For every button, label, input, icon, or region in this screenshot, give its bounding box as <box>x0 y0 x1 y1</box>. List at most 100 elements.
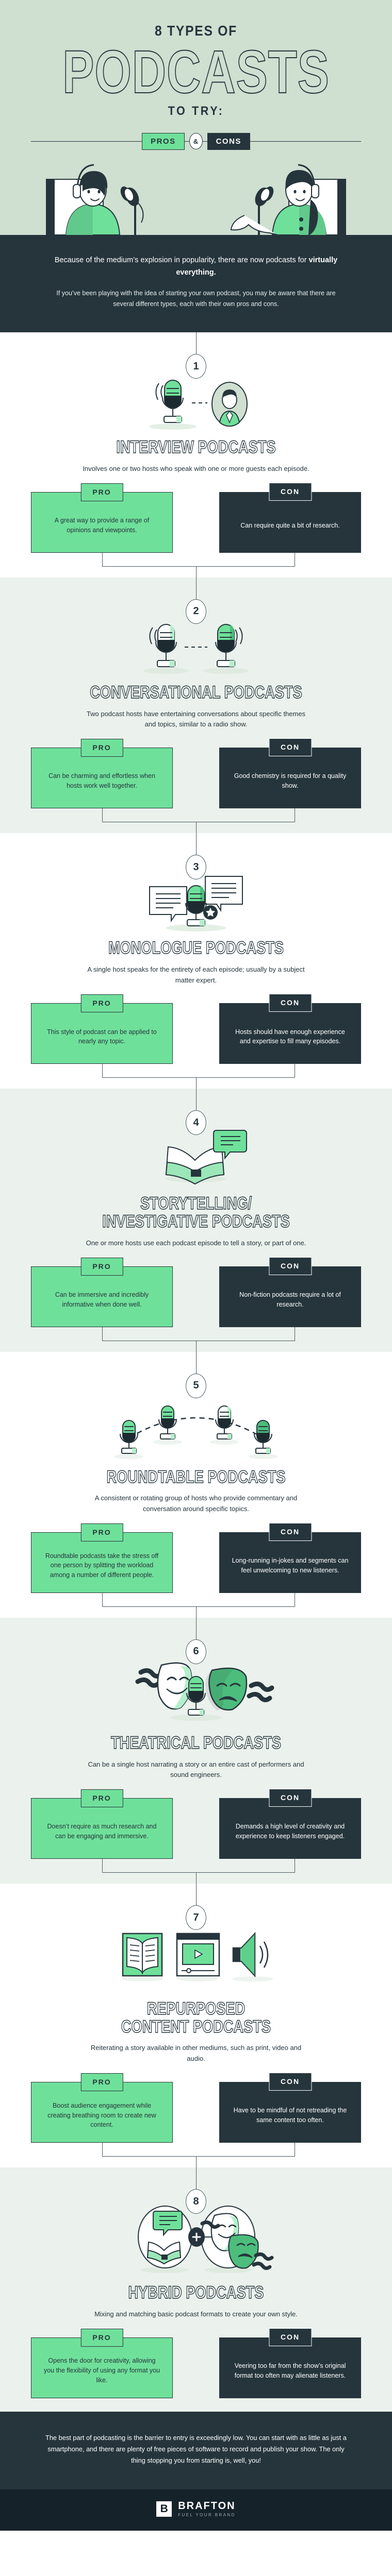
pros-cons-row-5: PRO Roundtable podcasts take the stress … <box>0 1515 392 1593</box>
section-number-badge-8: 8 <box>186 2189 206 2214</box>
pros-cons-row-1: PRO A great way to provide a range of op… <box>0 474 392 553</box>
bracket-connector-4 <box>0 1327 392 1352</box>
section-desc-1: Involves one or two hosts who speak with… <box>83 465 309 473</box>
pro-box-3: PRO This style of podcast can be applied… <box>31 994 173 1064</box>
section-number-badge-6: 6 <box>186 1639 206 1664</box>
con-text-7: Have to be mindful of not retreading the… <box>233 2107 347 2124</box>
brafton-logo-text: BRAFTON FUEL YOUR BRAND <box>178 2501 236 2517</box>
con-text-6: Demands a high level of creativity and e… <box>235 1823 345 1840</box>
section-repurposed-content-podcasts: 7 <box>0 1884 392 2168</box>
brand-tagline: FUEL YOUR BRAND <box>178 2512 236 2517</box>
pro-box-1: PRO A great way to provide a range of op… <box>31 483 173 553</box>
con-tag-6: CON <box>268 1789 312 1807</box>
section-desc-2: Two podcast hosts have entertaining conv… <box>86 709 306 728</box>
connector-line-3 <box>0 833 392 855</box>
pro-tag-2: PRO <box>80 739 123 757</box>
pro-text-4: Can be immersive and incredibly informat… <box>55 1291 149 1308</box>
pro-box-8: PRO Opens the door for creativity, allow… <box>31 2328 173 2398</box>
section-storytelling-investigative-podcasts: 4 STORYTELLING/ INVESTIGATIVE PODCASTS O… <box>0 1089 392 1352</box>
connector-line-1 <box>0 332 392 354</box>
connector-line-4 <box>0 1089 392 1111</box>
pro-tag-6: PRO <box>80 1789 123 1808</box>
pros-cons-row-3: PRO This style of podcast can be applied… <box>0 986 392 1064</box>
con-box-6: CON Demands a high level of creativity a… <box>219 1789 361 1859</box>
header-subkicker: TO TRY: <box>168 104 224 118</box>
section-monologue-podcasts: 3 <box>0 833 392 1089</box>
connector-line-2 <box>0 577 392 599</box>
intro-block: Because of the medium’s explosion in pop… <box>0 235 392 333</box>
con-tag-5: CON <box>268 1522 312 1541</box>
intro-sub: If you’ve been playing with the idea of … <box>56 289 336 308</box>
connector-line-6 <box>0 1617 392 1639</box>
pro-tag-1: PRO <box>80 483 123 501</box>
section-title-3: MONOLOGUE PODCASTS <box>108 938 284 958</box>
outro-block: The best part of podcasting is the barri… <box>0 2411 392 2489</box>
con-box-2: CON Good chemistry is required for a qua… <box>219 738 361 809</box>
section-number-badge-2: 2 <box>186 599 206 624</box>
pro-box-4: PRO Can be immersive and incredibly info… <box>31 1257 173 1327</box>
pro-tag-7: PRO <box>80 2073 123 2092</box>
con-box-5: CON Long-running in-jokes and segments c… <box>219 1522 361 1593</box>
pro-text-3: This style of podcast can be applied to … <box>47 1028 157 1045</box>
section-title-2: CONVERSATIONAL PODCASTS <box>90 682 303 702</box>
pro-box-7: PRO Boost audience engagement while crea… <box>31 2073 173 2143</box>
pro-box-5: PRO Roundtable podcasts take the stress … <box>31 1523 173 1593</box>
section-interview-podcasts: 1 INTERVIEW PODCAST <box>0 332 392 578</box>
pros-cons-ribbon: PROS & CONS <box>0 132 392 150</box>
bracket-connector-1 <box>0 552 392 578</box>
pro-tag-8: PRO <box>80 2328 123 2347</box>
four-microphones-arc-icon <box>0 1386 392 1463</box>
section-title-5: ROUNDTABLE PODCASTS <box>106 1467 286 1487</box>
pros-cons-row-6: PRO Doesn’t require as much research and… <box>0 1781 392 1859</box>
pro-tag-4: PRO <box>80 1257 123 1276</box>
section-number-badge-5: 5 <box>186 1373 206 1398</box>
section-number-badge-1: 1 <box>186 354 206 379</box>
con-text-8: Veering too far from the show’s original… <box>234 2362 346 2379</box>
section-title-6: THEATRICAL PODCASTS <box>110 1733 281 1753</box>
pros-cons-row-2: PRO Can be charming and effortless when … <box>0 730 392 809</box>
pro-text-7: Boost audience engagement while creating… <box>47 2102 156 2129</box>
pro-tag-5: PRO <box>80 1523 123 1541</box>
pro-tag-3: PRO <box>80 994 123 1013</box>
book-video-speaker-icon <box>0 1918 392 1995</box>
section-conversational-podcasts: 2 <box>0 577 392 834</box>
section-desc-5: A consistent or rotating group of hosts … <box>94 1494 298 1513</box>
two-podcast-hosts-illustration <box>0 152 392 235</box>
footer-brand-bar: B BRAFTON FUEL YOUR BRAND <box>0 2489 392 2531</box>
ribbon-cons-chip: CONS <box>207 132 250 150</box>
con-box-3: CON Hosts should have enough experience … <box>219 994 361 1064</box>
section-title-1: INTERVIEW PODCASTS <box>116 437 276 457</box>
con-tag-1: CON <box>268 482 312 501</box>
section-title-4: STORYTELLING/ INVESTIGATIVE PODCASTS <box>102 1194 290 1232</box>
connector-line-5 <box>0 1351 392 1374</box>
two-microphones-icon <box>0 612 392 679</box>
pro-text-1: A great way to provide a range of opinio… <box>54 517 150 534</box>
ribbon-pros-chip: PROS <box>142 132 185 150</box>
intro-lead-plain: Because of the medium’s explosion in pop… <box>54 256 309 265</box>
section-desc-7: Reiterating a story available in other m… <box>90 2044 302 2063</box>
con-tag-3: CON <box>268 994 312 1012</box>
section-number-badge-7: 7 <box>186 1905 206 1930</box>
section-number-badge-4: 4 <box>186 1110 206 1136</box>
connector-line-8 <box>0 2167 392 2190</box>
con-box-4: CON Non-fiction podcasts require a lot o… <box>219 1257 361 1327</box>
con-box-1: CON Can require quite a bit of research. <box>219 482 361 553</box>
intro-lead-bold: virtually everything. <box>176 256 338 277</box>
connector-line-7 <box>0 1884 392 1906</box>
bracket-connector-2 <box>0 808 392 834</box>
con-tag-7: CON <box>268 2073 312 2091</box>
pro-text-6: Doesn’t require as much research and can… <box>47 1823 157 1840</box>
intro-lead: Because of the medium’s explosion in pop… <box>46 255 346 279</box>
section-title-8: HYBRID PODCASTS <box>128 2283 264 2303</box>
con-box-8: CON Veering too far from the show’s orig… <box>219 2328 361 2398</box>
book-plus-masks-hybrid-icon <box>0 2201 392 2279</box>
pro-text-8: Opens the door for creativity, allowing … <box>43 2357 160 2384</box>
section-tail-gap-8 <box>0 2398 392 2412</box>
brafton-logo-mark: B <box>156 2501 172 2517</box>
con-text-4: Non-fiction podcasts require a lot of re… <box>239 1291 341 1308</box>
section-desc-6: Can be a single host narrating a story o… <box>88 1760 304 1779</box>
bracket-connector-6 <box>0 1859 392 1884</box>
bracket-connector-7 <box>0 2143 392 2168</box>
ribbon-ampersand: & <box>189 133 203 150</box>
